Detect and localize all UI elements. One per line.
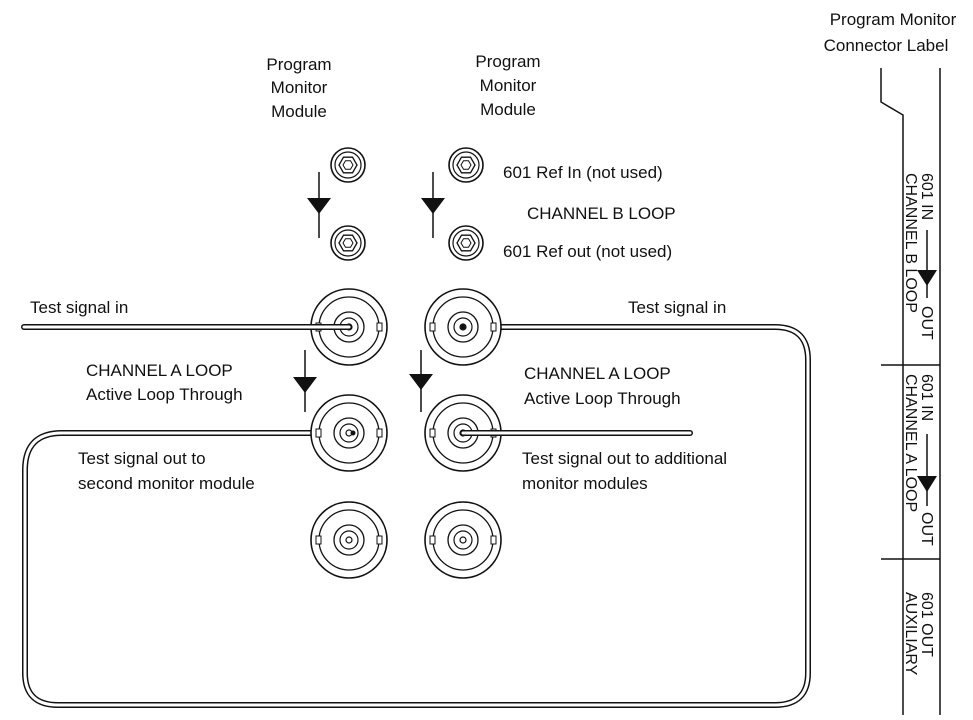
right-active-loop-label: Active Loop Through xyxy=(524,389,681,408)
left-test-out-label-line1: Test signal out to xyxy=(78,449,206,468)
right-ref-in-connector xyxy=(448,147,484,183)
channel-b-loop-label: CHANNEL B LOOP xyxy=(527,204,676,223)
right-auxiliary-connector xyxy=(424,501,502,579)
left-module-title-line2: Monitor xyxy=(271,78,328,97)
ref-in-label: 601 Ref In (not used) xyxy=(503,163,663,182)
left-ref-in-connector xyxy=(330,147,366,183)
right-ref-out-connector xyxy=(448,225,484,261)
left-auxiliary-connector xyxy=(310,501,388,579)
right-channel-a-loop-arrow xyxy=(409,350,433,412)
right-module-title-line2: Monitor xyxy=(480,76,537,95)
connector-label-strip xyxy=(880,68,941,715)
label-section-channel-b: 601 IN CHANNEL B LOOP OUT xyxy=(902,173,937,340)
auxiliary-601-out: 601 OUT xyxy=(918,592,935,657)
label-section-auxiliary: 601 OUT AUXILIARY xyxy=(902,592,935,676)
left-ref-out-connector xyxy=(330,225,366,261)
left-test-signal-in-label: Test signal in xyxy=(30,298,128,317)
left-channel-a-loop-label: CHANNEL A LOOP xyxy=(86,361,233,380)
left-ref-loop-arrow xyxy=(307,172,331,238)
right-module-title: Program Monitor Module xyxy=(475,52,540,119)
left-test-out-label-line2: second monitor module xyxy=(78,474,255,493)
right-module-title-line1: Program xyxy=(475,52,540,71)
right-ref-loop-arrow xyxy=(421,172,445,238)
connector-label-title-line1: Program Monitor xyxy=(830,10,957,29)
left-module-title-line1: Program xyxy=(266,55,331,74)
channel-a-out: OUT xyxy=(918,512,935,546)
channel-b-out: OUT xyxy=(918,306,935,340)
left-module-title-line3: Module xyxy=(271,102,327,121)
right-test-out-label-line1: Test signal out to additional xyxy=(522,449,727,468)
left-channel-a-loop-arrow xyxy=(293,350,317,412)
label-section-channel-a: 601 IN CHANNEL A LOOP OUT xyxy=(902,374,937,546)
ref-out-label: 601 Ref out (not used) xyxy=(503,242,672,261)
channel-b-601-in: 601 IN xyxy=(918,173,935,220)
channel-b-loop-text: CHANNEL B LOOP xyxy=(902,173,919,313)
connector-label-title-line2: Connector Label xyxy=(824,36,949,55)
left-module-title: Program Monitor Module xyxy=(266,55,331,121)
right-test-signal-in-label: Test signal in xyxy=(628,298,726,317)
auxiliary-text: AUXILIARY xyxy=(902,592,919,676)
right-module-title-line3: Module xyxy=(480,100,536,119)
right-test-out-label-line2: monitor modules xyxy=(522,474,648,493)
left-test-out-connector xyxy=(310,394,388,472)
channel-a-601-in: 601 IN xyxy=(918,374,935,421)
right-channel-a-loop-label: CHANNEL A LOOP xyxy=(524,364,671,383)
channel-a-loop-text: CHANNEL A LOOP xyxy=(902,374,919,512)
left-active-loop-label: Active Loop Through xyxy=(86,385,243,404)
